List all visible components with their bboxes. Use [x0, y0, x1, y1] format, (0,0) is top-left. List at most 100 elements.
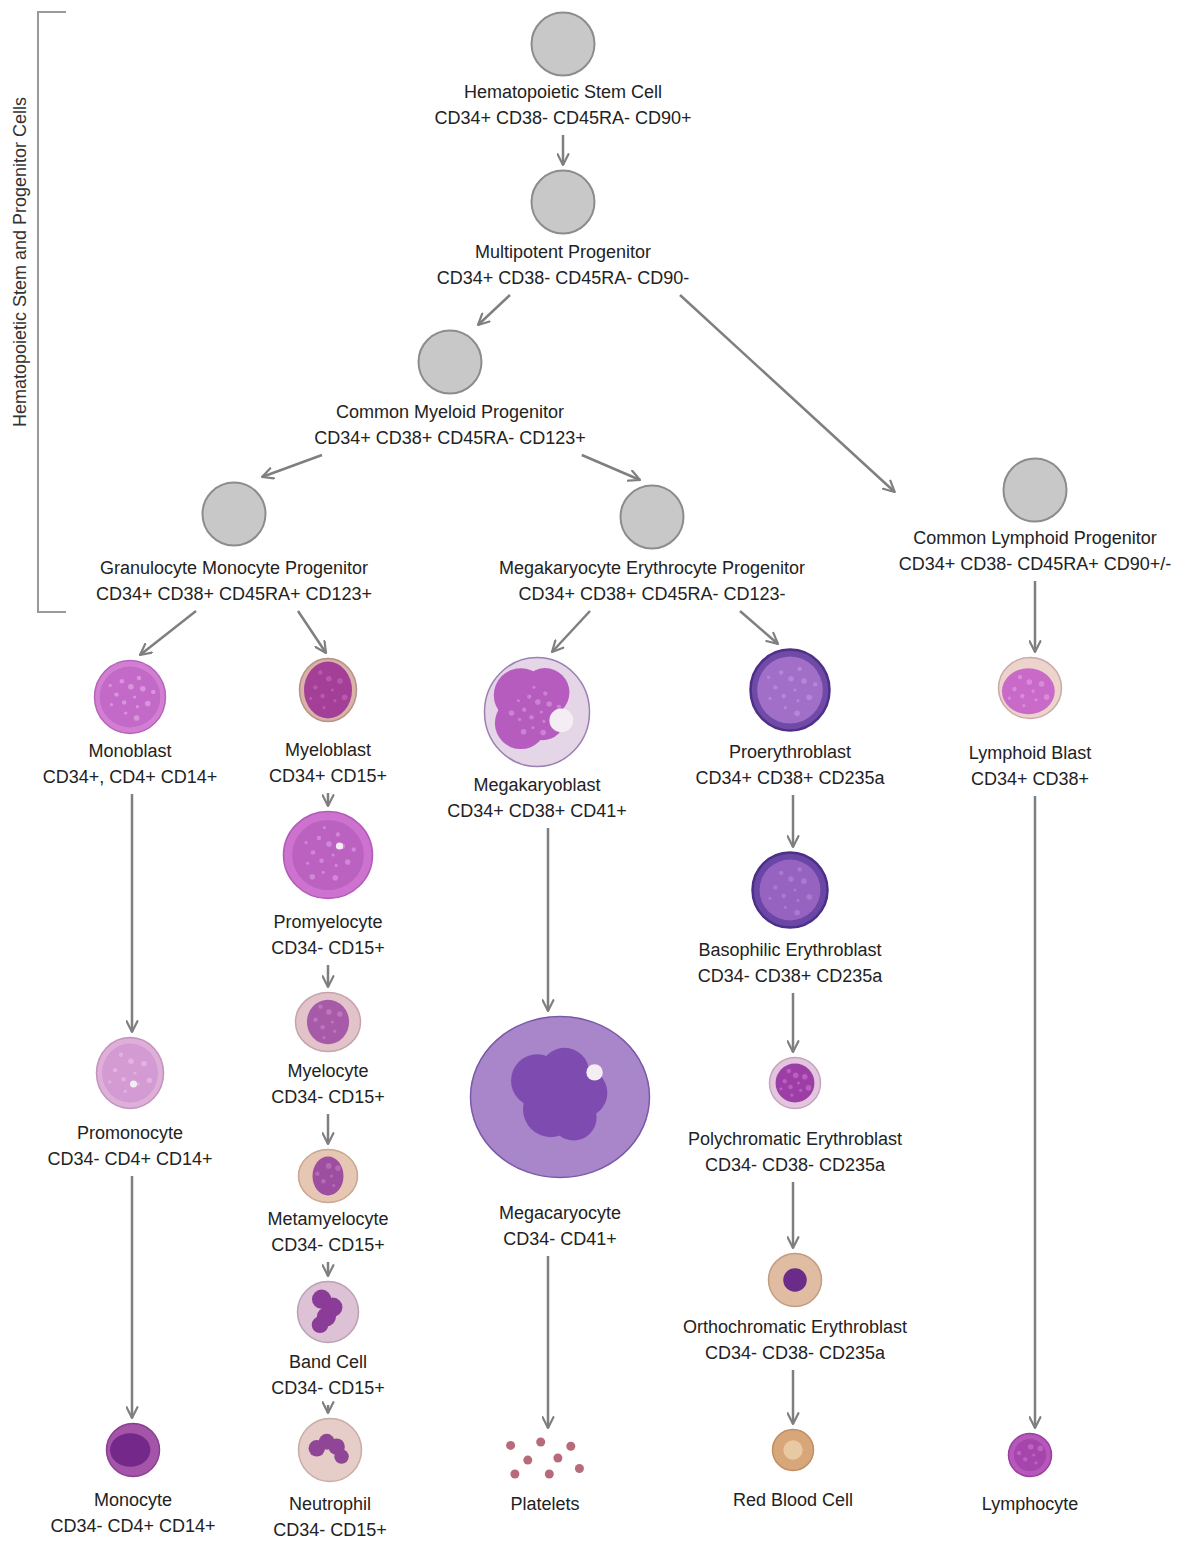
- chromatin-spot: [1034, 1461, 1037, 1464]
- chromatin-spot: [141, 1061, 147, 1067]
- chromatin-spot: [540, 710, 543, 713]
- lineage-arrow: [1034, 581, 1037, 652]
- nucleus: [757, 656, 823, 723]
- cytoplasm: [1008, 1434, 1051, 1477]
- cell-node: NeutrophilCD34- CD15+: [273, 1417, 387, 1543]
- chromatin-spot: [335, 864, 338, 867]
- marker-list: CD34+ CD38+ CD45RA- CD123+: [314, 425, 586, 451]
- nucleus: [776, 1064, 815, 1103]
- cell-node: ProerythroblastCD34+ CD38+ CD235a: [695, 648, 884, 791]
- cell-node: Lymphocyte: [982, 1432, 1078, 1517]
- cell-illustration: [483, 656, 591, 768]
- cell-illustration: [201, 481, 267, 547]
- cell-name: Proerythroblast: [695, 739, 884, 765]
- cytoplasm: [750, 650, 829, 731]
- chromatin-spot: [332, 875, 338, 881]
- chromatin-spot: [330, 1174, 333, 1177]
- cell-illustration: [296, 1280, 360, 1344]
- marker-list: CD34- CD15+: [271, 935, 385, 961]
- cell-illustration: [530, 169, 596, 235]
- marker-list: CD34+ CD38- CD45RA- CD90+: [434, 105, 691, 131]
- lineage-arrow: [140, 611, 196, 655]
- cytoplasm: [298, 1419, 361, 1482]
- chromatin-spot: [313, 1017, 317, 1021]
- chromatin-spot: [768, 697, 771, 700]
- chromatin-spot: [119, 1053, 123, 1057]
- platelet-dot: [510, 1469, 519, 1478]
- cell-illustration: [294, 991, 362, 1053]
- marker-list: CD34- CD15+: [267, 1232, 388, 1258]
- lineage-arrow: [552, 611, 590, 652]
- cell-illustration: [530, 11, 596, 77]
- chromatin-spot: [109, 684, 112, 687]
- chromatin-spot: [137, 676, 141, 680]
- lineage-arrow: [547, 1256, 550, 1428]
- cell-name: Lymphoid Blast: [969, 740, 1091, 766]
- chromatin-spot: [781, 694, 785, 698]
- lineage-arrow: [740, 611, 778, 644]
- cell-illustration: [751, 851, 829, 929]
- chromatin-spot: [318, 670, 322, 674]
- chromatin-spot: [121, 1077, 125, 1081]
- chromatin-spot: [313, 685, 317, 689]
- lineage-arrow: [792, 993, 795, 1052]
- lineage-arrow: [792, 1182, 795, 1248]
- lineage-arrow: [547, 828, 550, 1011]
- cell-illustration: [497, 1432, 593, 1484]
- chromatin-spot: [509, 710, 515, 716]
- cytoplasm: [283, 812, 372, 899]
- nucleus: [1002, 668, 1055, 714]
- lineage-arrow: [131, 1176, 134, 1418]
- lineage-arrow: [327, 965, 330, 987]
- chromatin-spot: [1039, 681, 1045, 687]
- marker-list: CD34- CD15+: [271, 1084, 385, 1110]
- cell-node: Lymphoid BlastCD34+ CD38+: [969, 656, 1091, 792]
- cell-node: Hematopoietic Stem CellCD34+ CD38- CD45R…: [434, 11, 691, 131]
- chromatin-spot: [336, 832, 340, 836]
- nucleus: [304, 662, 352, 719]
- marker-list: CD34+ CD38+ CD235a: [695, 765, 884, 791]
- lineage-arrow: [792, 795, 795, 847]
- cell-illustration: [282, 810, 374, 900]
- cell-illustration: [767, 1252, 823, 1308]
- cell-node: Common Myeloid ProgenitorCD34+ CD38+ CD4…: [314, 329, 586, 451]
- chromatin-spot: [532, 686, 535, 689]
- chromatin-spot: [779, 871, 783, 875]
- cytoplasm: [297, 1282, 358, 1343]
- chromatin-spot: [311, 850, 315, 854]
- nucleus: [1014, 1439, 1046, 1471]
- chromatin-spot: [1044, 694, 1050, 700]
- cell-name: Promyelocyte: [271, 909, 385, 935]
- lineage-arrow: [562, 135, 565, 165]
- chromatin-spot: [813, 682, 817, 686]
- marker-list: CD34+ CD38+ CD45RA- CD123-: [499, 581, 805, 607]
- cytoplasm: [298, 1150, 357, 1203]
- cell-node: MegacaryocyteCD34- CD41+: [469, 1015, 651, 1252]
- chromatin-spot: [309, 697, 312, 700]
- cell-name: Megakaryocyte Erythrocyte Progenitor: [499, 555, 805, 581]
- chromatin-spot: [322, 706, 325, 709]
- chromatin-spot: [521, 729, 527, 735]
- cell-name: Megakaryoblast: [447, 772, 627, 798]
- chromatin-spot: [794, 910, 800, 916]
- vacuole: [130, 1081, 137, 1088]
- chromatin-spot: [321, 1179, 325, 1183]
- cell-name: Common Myeloid Progenitor: [314, 399, 586, 425]
- cell-node: MonocyteCD34- CD4+ CD14+: [50, 1422, 215, 1539]
- cytoplasm: [768, 1254, 821, 1307]
- cell-node: MonoblastCD34+, CD4+ CD14+: [43, 659, 218, 790]
- chromatin-spot: [326, 676, 332, 682]
- nucleus-lobe: [551, 1095, 597, 1141]
- chromatin-spot: [768, 897, 771, 900]
- cell-name: Hematopoietic Stem Cell: [434, 79, 691, 105]
- chromatin-spot: [797, 667, 801, 671]
- chromatin-spot: [1012, 687, 1016, 691]
- cell-node: Platelets: [497, 1432, 593, 1517]
- chromatin-spot: [1028, 1444, 1034, 1450]
- cell-name: Granulocyte Monocyte Progenitor: [96, 555, 372, 581]
- chromatin-spot: [1026, 679, 1032, 685]
- chromatin-spot: [114, 692, 118, 696]
- chromatin-spot: [1022, 704, 1025, 707]
- chromatin-spot: [806, 694, 812, 700]
- cell-name: Promonocyte: [47, 1120, 212, 1146]
